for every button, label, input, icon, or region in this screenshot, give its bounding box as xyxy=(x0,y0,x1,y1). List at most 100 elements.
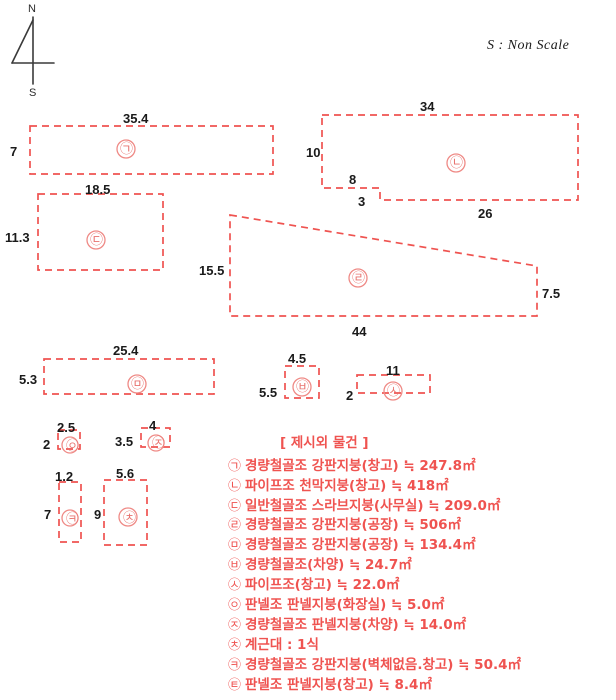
legend-item-marker: ㉧ xyxy=(228,598,242,614)
shape-tag: ㉩ xyxy=(123,511,137,526)
dimension-label: 4 xyxy=(149,418,157,433)
dimension-label: 3.5 xyxy=(115,434,134,449)
dimension-label: 11 xyxy=(386,363,400,378)
legend-item-label: 경량철골조 강판지붕(벽체없음.창고) ≒ 50.4㎡ xyxy=(245,657,521,674)
marker-circle-a xyxy=(116,139,136,159)
dimension-label: 25.4 xyxy=(113,343,139,358)
building-outline-b xyxy=(321,114,579,201)
legend-item-marker: ㉥ xyxy=(228,558,242,574)
building-outline-k xyxy=(103,479,148,546)
dimension-label: 2 xyxy=(346,388,354,403)
dimension-label: 5.3 xyxy=(19,372,38,387)
legend-item-label: 경량철골조 판넬지붕(차양) ≒ 14.0㎡ xyxy=(245,617,467,634)
shape-tag: ㉪ xyxy=(66,512,80,527)
dimension-label: 7.5 xyxy=(542,286,561,301)
dimension-label: 5.6 xyxy=(116,466,135,481)
legend-item-marker: ㉢ xyxy=(228,498,242,514)
compass-north-label: N xyxy=(28,3,36,15)
marker-circle-c xyxy=(86,230,106,250)
dimension-label: 44 xyxy=(352,324,367,339)
shape-tag: ㉧ xyxy=(66,439,80,454)
legend-item-marker: ㉫ xyxy=(228,678,242,694)
dimension-label: 18.5 xyxy=(85,182,111,197)
shape-tag: ㉡ xyxy=(450,156,464,171)
marker-circle-d xyxy=(348,268,368,288)
building-outline-d xyxy=(229,213,538,317)
legend-item-marker: ㉩ xyxy=(228,638,242,654)
legend-item-label: 파이프조 천막지붕(창고) ≒ 418㎡ xyxy=(245,477,449,494)
marker-circle-j xyxy=(61,509,79,527)
building-outlines xyxy=(29,114,579,546)
legend-item-label: 파이프조(창고) ≒ 22.0㎡ xyxy=(245,577,400,594)
dimension-label: 7 xyxy=(10,144,18,159)
building-outline-g xyxy=(356,374,431,394)
dimension-label: 4.5 xyxy=(288,351,307,366)
dimension-label: 15.5 xyxy=(199,263,225,278)
dimension-label: 11.3 xyxy=(5,230,30,245)
compass-needle-edge xyxy=(11,19,34,64)
dimension-label: 8 xyxy=(349,172,357,187)
dimension-label: 34 xyxy=(420,99,435,114)
legend-item-label: 경량철골조 강판지붕(창고) ≒ 247.8㎡ xyxy=(245,457,476,474)
legend-item-marker: ㉡ xyxy=(228,478,242,494)
marker-circle-f xyxy=(292,377,312,397)
dimension-label: 1.2 xyxy=(55,469,74,484)
marker-circle-h xyxy=(61,436,79,454)
legend-item-label: 일반철골조 스라브지붕(사무실) ≒ 209.0㎡ xyxy=(245,497,501,514)
building-outline-j xyxy=(58,481,82,543)
dimension-label: 35.4 xyxy=(123,111,149,126)
building-outline-f xyxy=(284,365,320,399)
legend-item-marker: ㉣ xyxy=(228,518,242,534)
dimension-label: 7 xyxy=(44,507,52,522)
marker-circle-i xyxy=(147,434,165,452)
legend-title: [ 제시외 물건 ] xyxy=(280,435,369,451)
building-outline-i xyxy=(140,427,171,448)
legend-item-label: 판넬조 판넬지붕(화장실) ≒ 5.0㎡ xyxy=(245,597,445,614)
marker-circle-e xyxy=(127,374,147,394)
dimension-label: 2 xyxy=(43,437,51,452)
marker-circle-k xyxy=(118,507,138,527)
legend-item-label: 경량철골조 강판지붕(공장) ≒ 506㎡ xyxy=(245,517,462,534)
dimension-label: 3 xyxy=(358,194,366,209)
marker-circle-g xyxy=(383,381,403,401)
building-outline-a xyxy=(29,125,274,175)
legend-item-marker: ㉠ xyxy=(228,458,242,474)
shape-tag: ㉠ xyxy=(120,142,134,157)
shape-tag: ㉤ xyxy=(131,377,145,392)
compass-rose xyxy=(11,16,55,85)
shape-tag: ㉨ xyxy=(152,436,166,451)
legend-item-label: 경량철골조 강판지붕(공장) ≒ 134.4㎡ xyxy=(245,537,476,554)
building-outline-h xyxy=(57,429,81,450)
dimension-label: 26 xyxy=(478,206,493,221)
building-outline-e xyxy=(43,358,215,395)
dimension-label: 5.5 xyxy=(259,385,278,400)
shape-marker-circles xyxy=(61,139,466,527)
marker-circle-b xyxy=(446,153,466,173)
legend-item-marker: ㉨ xyxy=(228,618,242,634)
compass-south-label: S xyxy=(29,87,37,99)
legend-item-label: 판넬조 판넬지붕(창고) ≒ 8.4㎡ xyxy=(245,677,432,694)
shape-tag: ㉢ xyxy=(90,233,104,248)
legend-item-label: 계근대 : 1식 xyxy=(245,637,319,654)
scale-note: S : Non Scale xyxy=(487,38,570,53)
legend-item-marker: ㉤ xyxy=(228,538,242,554)
legend-item-marker: ㉪ xyxy=(228,658,242,674)
building-outline-c xyxy=(37,193,164,271)
shape-tag: ㉦ xyxy=(387,384,401,399)
